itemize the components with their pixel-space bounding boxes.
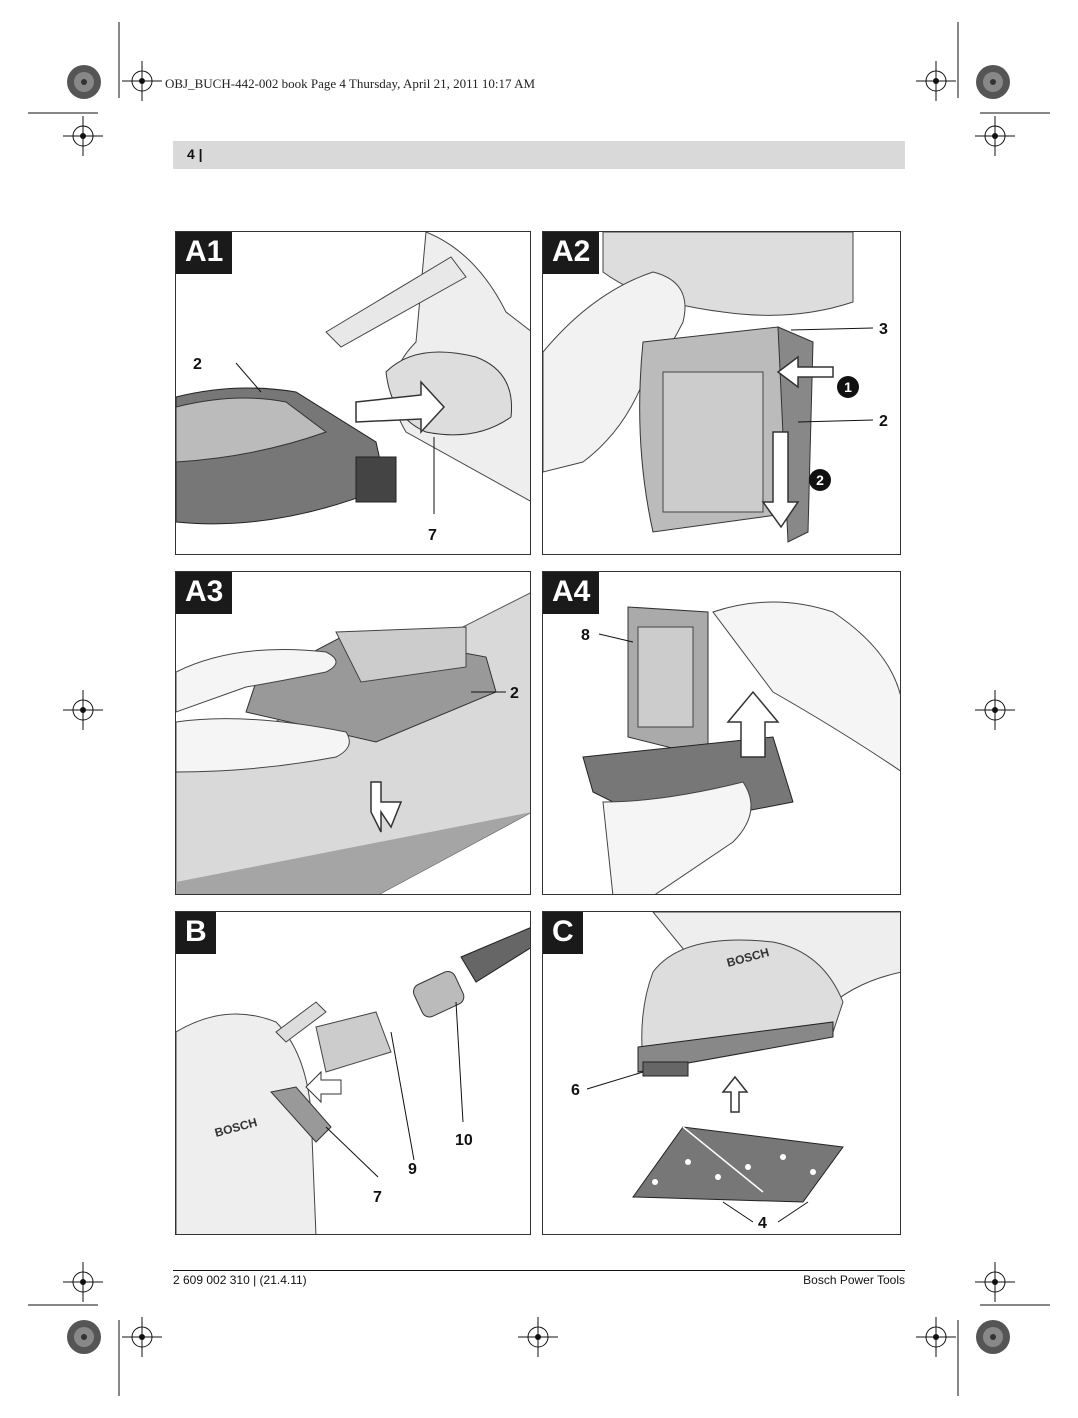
figure-panel-a4: 8 A4 (542, 571, 901, 895)
callout-7: 7 (428, 527, 437, 544)
callout-2: 2 (193, 356, 202, 373)
figure-panel-b: BOSCH 9 10 7 B (175, 911, 531, 1235)
figure-label-a4: A4 (543, 572, 600, 614)
dust-box-tap-illustration: 2 (176, 592, 530, 894)
callout-2: 2 (510, 685, 519, 702)
vacuum-adapter-illustration: BOSCH 9 10 7 (176, 927, 530, 1234)
step-1-badge: 1 (844, 379, 852, 395)
registration-target-mark (975, 1262, 1015, 1302)
figure-panel-a3: 2 A3 (175, 571, 531, 895)
registration-target-mark (975, 116, 1015, 156)
registration-target-mark (916, 61, 956, 101)
callout-8: 8 (581, 627, 590, 644)
sanding-sheet-illustration: BOSCH 6 4 (571, 912, 900, 1232)
registration-target-mark (975, 690, 1015, 730)
color-wheel-mark (67, 65, 101, 99)
callout-6: 6 (571, 1082, 580, 1099)
callout-2: 2 (879, 413, 888, 430)
registration-target-mark (916, 1317, 956, 1357)
registration-target-mark (122, 61, 162, 101)
callout-3: 3 (879, 321, 888, 338)
document-number: 2 609 002 310 | (21.4.11) (173, 1273, 307, 1287)
figure-panel-c: BOSCH 6 4 C (542, 911, 901, 1235)
print-slug: OBJ_BUCH-442-002 book Page 4 Thursday, A… (165, 76, 536, 91)
footer-rule (173, 1270, 905, 1271)
color-wheel-mark (976, 65, 1010, 99)
callout-9: 9 (408, 1161, 417, 1178)
color-wheel-mark (67, 1320, 101, 1354)
figure-panel-a1: 2 7 A1 (175, 231, 531, 555)
color-wheel-mark (976, 1320, 1010, 1354)
registration-target-mark (122, 1317, 162, 1357)
callout-10: 10 (455, 1132, 473, 1149)
figure-label-c: C (543, 912, 583, 954)
callout-7: 7 (373, 1189, 382, 1206)
registration-target-mark (63, 1262, 103, 1302)
figure-label-b: B (176, 912, 216, 954)
page-number: 4 | (187, 146, 203, 162)
publisher-name: Bosch Power Tools (803, 1273, 905, 1287)
figure-label-a3: A3 (176, 572, 233, 614)
registration-target-mark (63, 690, 103, 730)
figure-label-a2: A2 (543, 232, 600, 274)
step-2-badge: 2 (816, 472, 824, 488)
header-bar (173, 141, 905, 169)
callout-4: 4 (758, 1215, 767, 1232)
dust-box-attach-illustration: 2 7 (176, 232, 530, 544)
dust-box-removal-illustration: 1 2 3 2 (543, 232, 888, 543)
registration-target-mark (63, 116, 103, 156)
figure-label-a1: A1 (176, 232, 233, 274)
registration-target-mark (518, 1317, 558, 1357)
filter-removal-illustration: 8 (581, 601, 900, 894)
figure-panel-a2: 1 2 3 2 A2 (542, 231, 901, 555)
